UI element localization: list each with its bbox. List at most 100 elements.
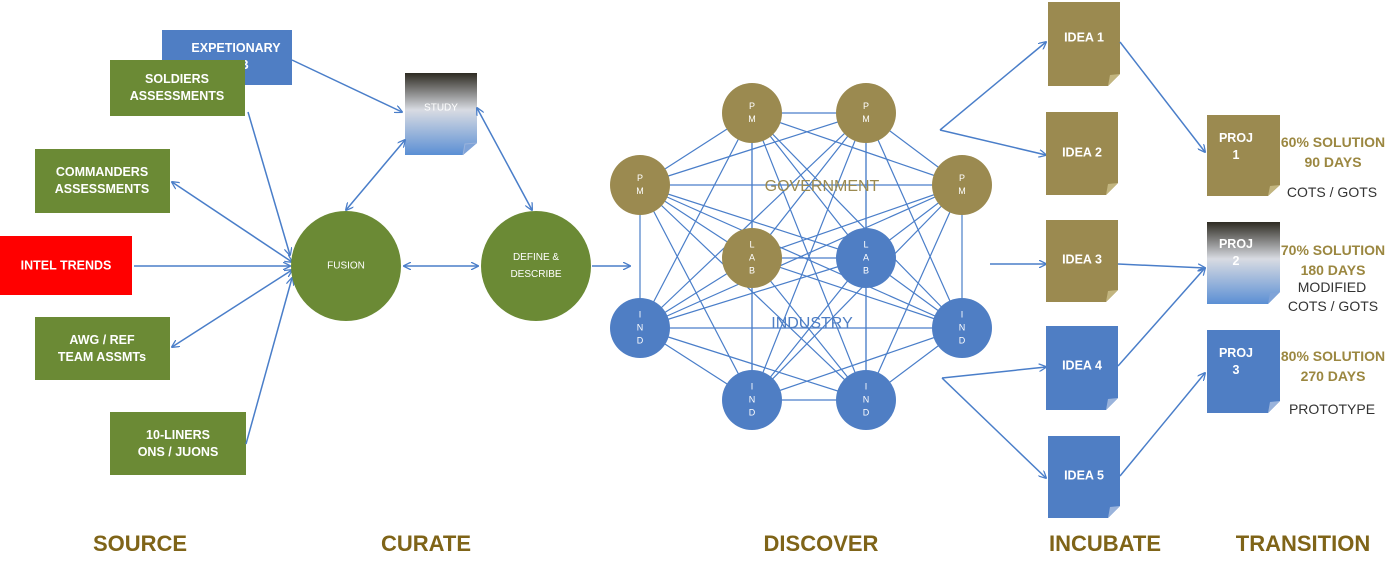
network-to-idea2-arrow bbox=[939, 129, 1046, 155]
network-to-idea4-arrow bbox=[941, 367, 1046, 379]
solution-2-type-line2: COTS / GOTS bbox=[1288, 298, 1378, 314]
incubate-connectors bbox=[939, 42, 1046, 478]
idea3-to-proj2-arrow bbox=[1117, 263, 1205, 268]
fusion-label: FUSION bbox=[327, 261, 365, 272]
network-to-idea1-arrow bbox=[939, 42, 1046, 131]
intel-trends-label: INTEL TRENDS bbox=[21, 258, 112, 272]
idea-4-doc: IDEA 4 bbox=[1046, 326, 1118, 410]
stage-incubate: INCUBATE bbox=[1049, 531, 1161, 556]
stage-transition: TRANSITION bbox=[1236, 531, 1370, 556]
mesh-link bbox=[751, 184, 963, 259]
curate-connectors bbox=[346, 108, 630, 266]
solution-3-percent: 80% SOLUTION bbox=[1281, 348, 1385, 364]
mesh-link bbox=[639, 327, 867, 401]
idea-3-label: IDEA 3 bbox=[1062, 252, 1102, 266]
solution-1-days: 90 DAYS bbox=[1304, 154, 1361, 170]
solution-1-type: COTS / GOTS bbox=[1287, 184, 1377, 200]
solution-3-days: 270 DAYS bbox=[1301, 368, 1366, 384]
industry-label: INDUSTRY bbox=[771, 315, 853, 332]
mesh-link bbox=[639, 184, 963, 329]
fusion-study-arrow bbox=[346, 140, 405, 210]
network-to-idea5-arrow bbox=[941, 377, 1046, 478]
solution-2-type-line1: MODIFIED bbox=[1298, 279, 1366, 295]
idea4-to-proj2-arrow bbox=[1117, 268, 1205, 367]
idea1-to-proj1-arrow bbox=[1119, 41, 1205, 152]
mesh-link bbox=[639, 257, 867, 329]
awg-fusion-arrow bbox=[172, 270, 292, 347]
idea-2-label: IDEA 2 bbox=[1062, 145, 1102, 159]
fusion-node: FUSION bbox=[291, 211, 401, 321]
mesh-link bbox=[639, 112, 867, 329]
idea-5-label: IDEA 5 bbox=[1064, 468, 1104, 482]
solution-2-percent: 70% SOLUTION bbox=[1281, 242, 1385, 258]
mesh-link bbox=[639, 112, 867, 186]
mesh-link bbox=[751, 112, 867, 401]
define-describe-node: DEFINE &DESCRIBE bbox=[481, 211, 591, 321]
mesh-link bbox=[751, 257, 963, 329]
commanders-fusion-arrow bbox=[172, 182, 292, 262]
idea-1-doc: IDEA 1 bbox=[1048, 2, 1120, 86]
mesh-link bbox=[751, 257, 867, 401]
mesh-link bbox=[751, 327, 963, 401]
intel-trends-box: INTEL TRENDS bbox=[0, 236, 132, 295]
mesh-link bbox=[639, 184, 867, 259]
idea-4-label: IDEA 4 bbox=[1062, 358, 1102, 372]
source-connectors bbox=[134, 59, 402, 445]
stage-curate: CURATE bbox=[381, 531, 471, 556]
solution-3-type: PROTOTYPE bbox=[1289, 401, 1375, 417]
idea5-to-proj3-arrow bbox=[1119, 373, 1205, 477]
network-mesh bbox=[639, 112, 963, 401]
mesh-link bbox=[865, 112, 963, 329]
stage-discover: DISCOVER bbox=[764, 531, 879, 556]
expeditionary-to-study-arrow bbox=[291, 59, 402, 112]
study-define-arrow bbox=[477, 108, 532, 210]
mesh-link bbox=[751, 112, 963, 186]
soldiers-to-fusion-arrow bbox=[247, 111, 290, 255]
solution-1-percent: 60% SOLUTION bbox=[1281, 134, 1385, 150]
mesh-link bbox=[751, 112, 963, 329]
idea-3-doc: IDEA 3 bbox=[1046, 220, 1118, 302]
define-describe-label: DEFINE &DESCRIBE bbox=[510, 252, 561, 280]
idea-1-label: IDEA 1 bbox=[1064, 30, 1104, 44]
mesh-link bbox=[639, 112, 753, 329]
stage-source: SOURCE bbox=[93, 531, 187, 556]
solution-2-days: 180 DAYS bbox=[1301, 262, 1366, 278]
study-doc: STUDY bbox=[405, 73, 478, 156]
transition-connectors bbox=[1117, 41, 1205, 477]
liners-to-fusion-arrow bbox=[245, 278, 292, 445]
government-label: GOVERNMENT bbox=[765, 178, 880, 195]
study-label: STUDY bbox=[424, 103, 458, 114]
